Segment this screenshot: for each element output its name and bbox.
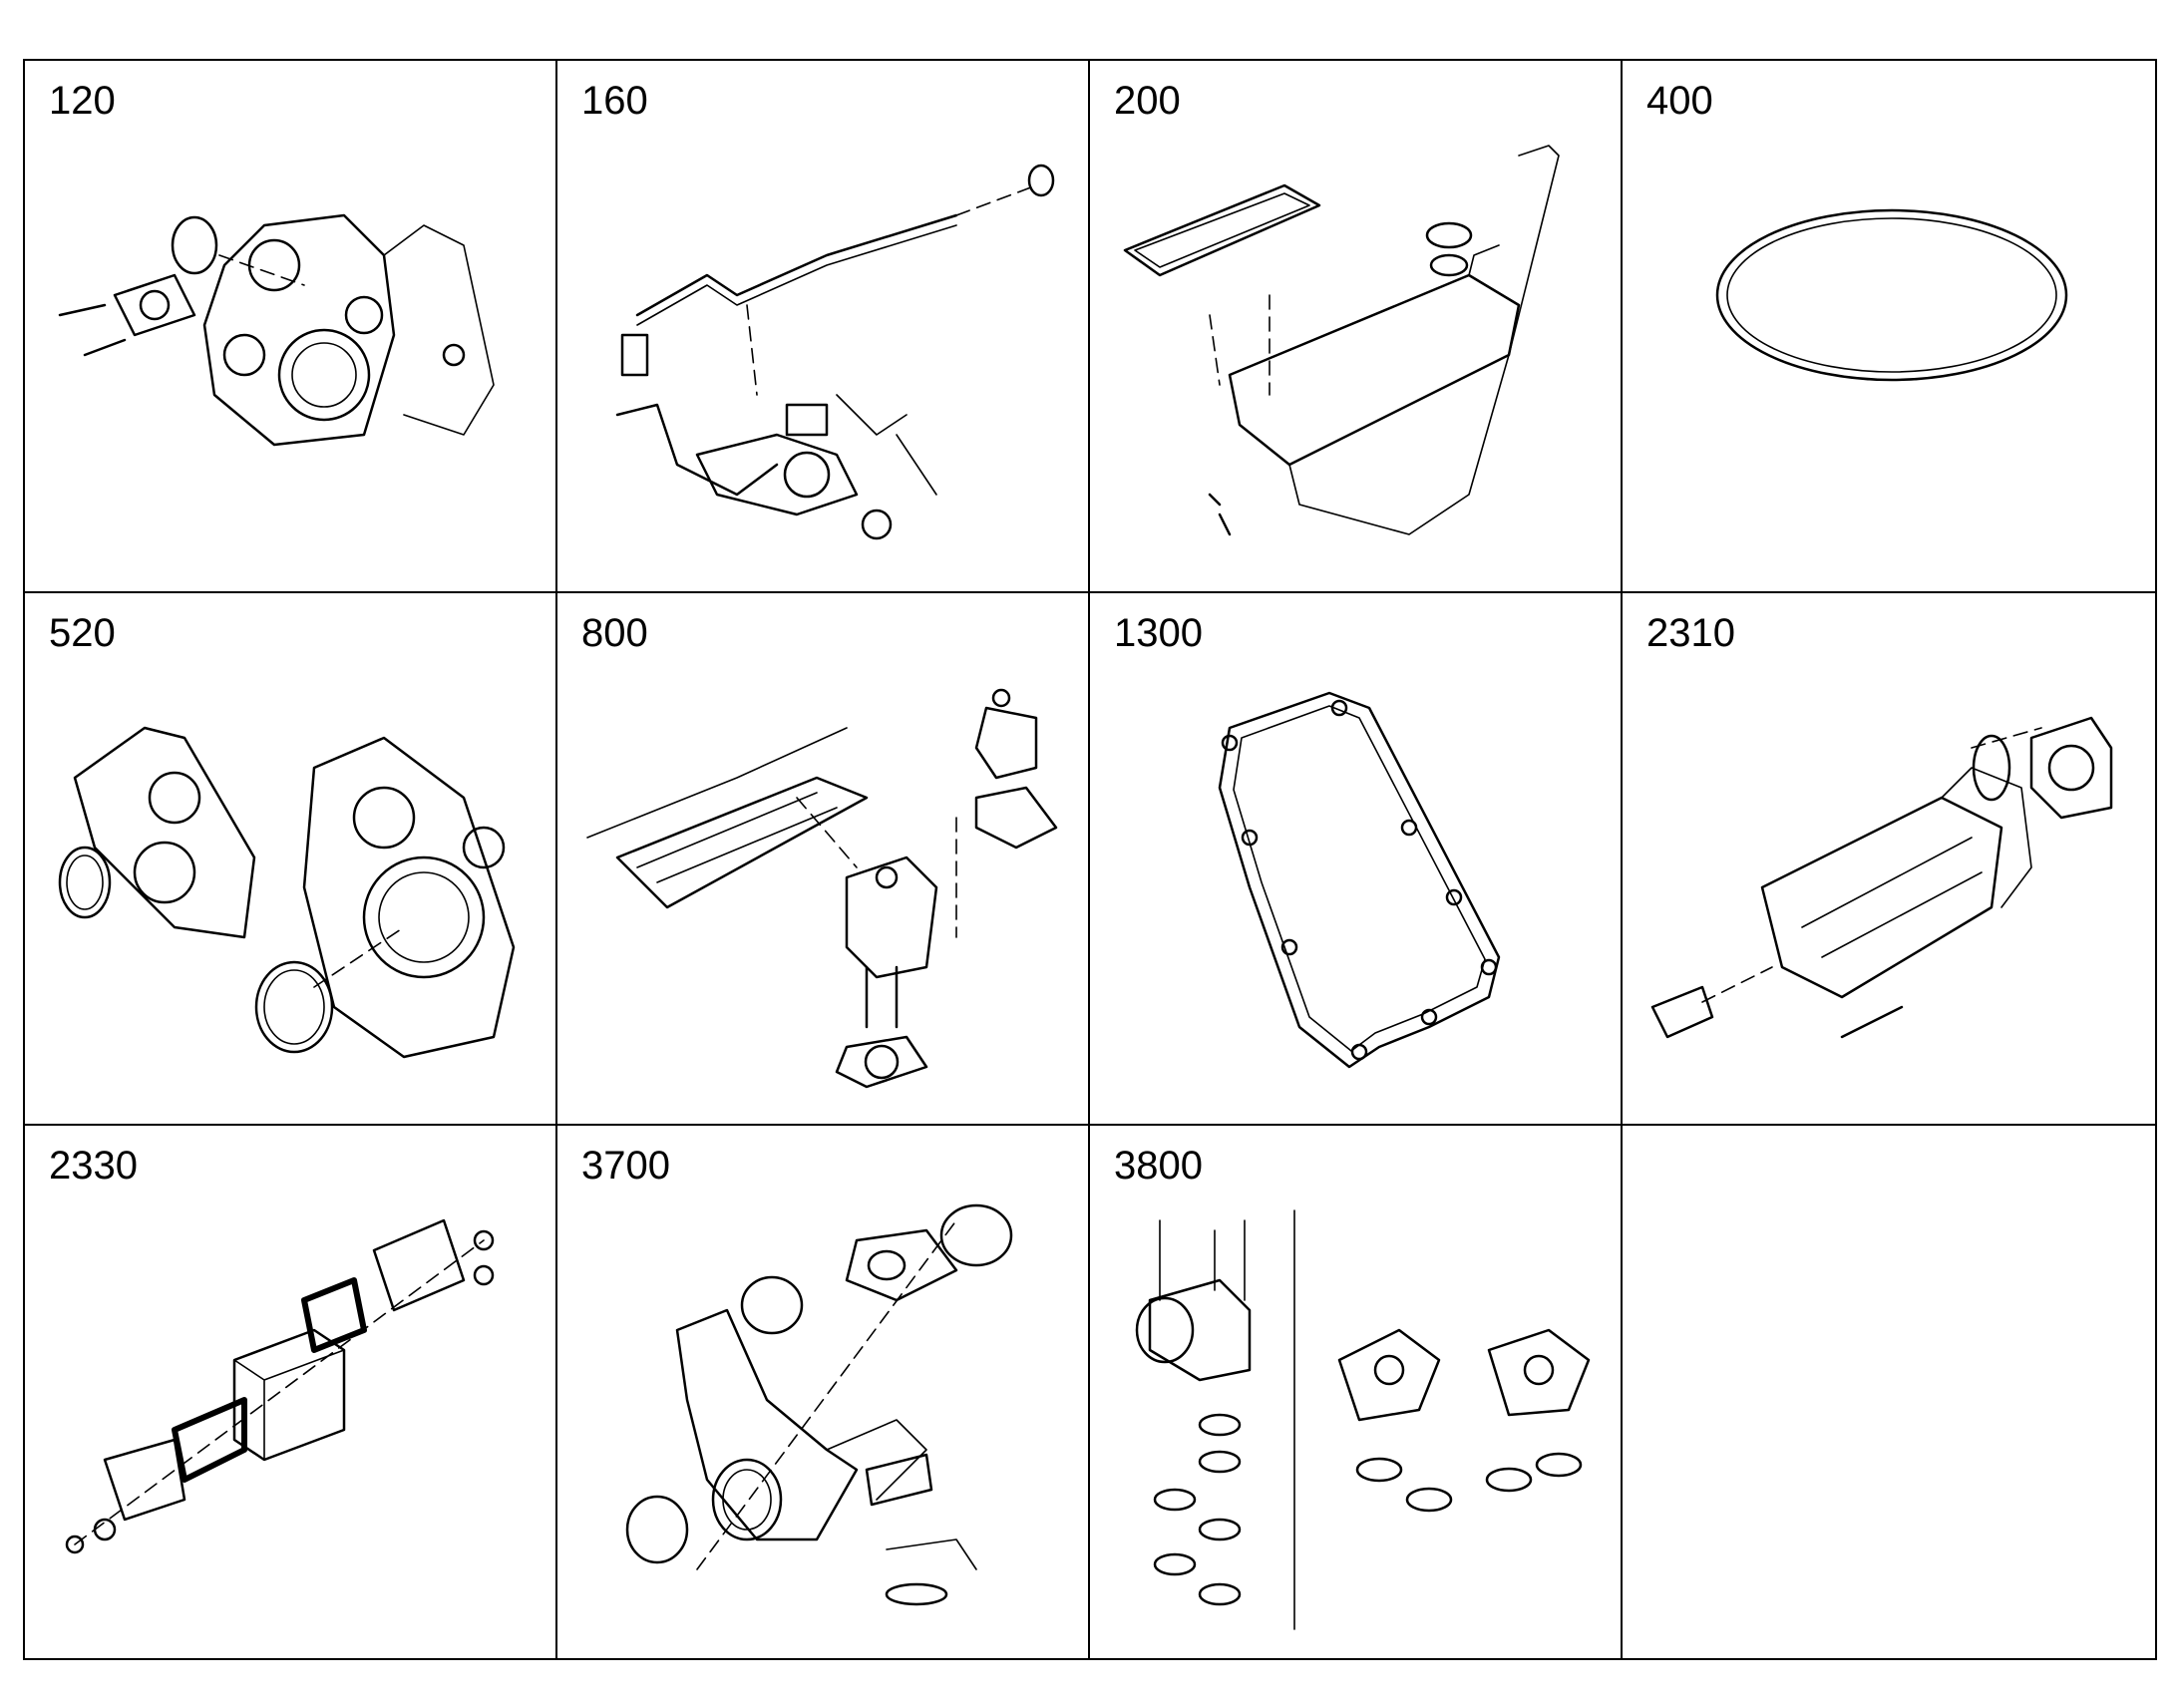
cell-120[interactable]: 120: [25, 61, 557, 593]
cell-label: 3800: [1114, 1144, 1203, 1188]
o-ring-icon: [1715, 208, 2068, 382]
cell-400[interactable]: 400: [1623, 61, 2155, 593]
thermostat-housing-icon: [1135, 1209, 1591, 1630]
cell-label: 2310: [1646, 611, 1735, 655]
cooler-icon: [65, 1218, 495, 1554]
cell-label: 800: [581, 611, 648, 655]
cell-2330[interactable]: 2330: [25, 1126, 557, 1658]
cell-1300[interactable]: 1300: [1090, 593, 1623, 1126]
duct-assembly-icon: [1650, 716, 2113, 1039]
elbow-pipe-icon: [625, 1203, 1013, 1606]
cell-3700[interactable]: 3700: [557, 1126, 1090, 1658]
flywheel-housing-icon: [58, 726, 516, 1059]
front-cover-icon: [58, 213, 495, 447]
cell-label: 200: [1114, 79, 1181, 123]
cell-label: 120: [49, 79, 116, 123]
cell-label: 400: [1646, 79, 1713, 123]
cell-empty: [1623, 1126, 2155, 1658]
cell-160[interactable]: 160: [557, 61, 1090, 593]
pipe-assembly-icon: [615, 164, 1055, 540]
cell-label: 3700: [581, 1144, 670, 1188]
cell-2310[interactable]: 2310: [1623, 593, 2155, 1126]
intake-manifold-icon: [586, 688, 1058, 1089]
cell-label: 520: [49, 611, 116, 655]
cell-label: 160: [581, 79, 648, 123]
parts-grid: 120 160 200: [23, 59, 2157, 1660]
oil-pan-icon: [1123, 145, 1560, 536]
cell-label: 1300: [1114, 611, 1203, 655]
cell-200[interactable]: 200: [1090, 61, 1623, 593]
cell-label: 2330: [49, 1144, 138, 1188]
cell-520[interactable]: 520: [25, 593, 557, 1126]
gasket-icon: [1218, 691, 1501, 1069]
cell-800[interactable]: 800: [557, 593, 1090, 1126]
cell-3800[interactable]: 3800: [1090, 1126, 1623, 1658]
